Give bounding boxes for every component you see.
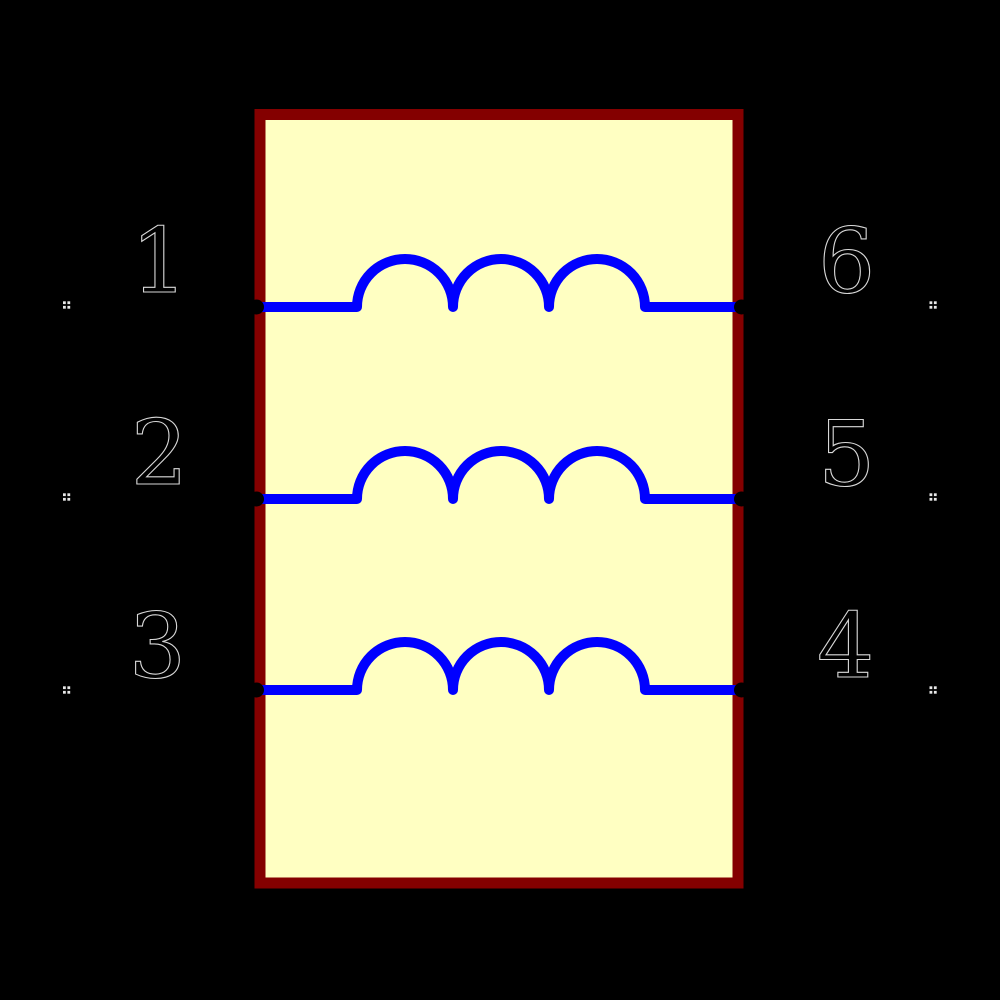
pin-3[interactable]: 3: [63, 593, 264, 700]
pin-2-number: 2: [131, 401, 188, 506]
pin-3-number: 3: [129, 594, 186, 699]
pin-2-junction-dot: [249, 491, 264, 507]
pin-1-number: 1: [131, 209, 188, 314]
pin-1[interactable]: 1: [63, 208, 264, 315]
pin-6-junction-dot: [734, 299, 749, 315]
pin-5-number: 5: [818, 402, 875, 507]
pin-5-junction-dot: [734, 491, 749, 507]
pin-3-junction-dot: [249, 682, 264, 698]
pin-5[interactable]: 5: [734, 401, 937, 508]
pin-1-junction-dot: [249, 299, 264, 315]
pin-4[interactable]: 4: [734, 593, 937, 700]
pin-2[interactable]: 2: [63, 400, 264, 507]
pin-6-number: 6: [818, 209, 875, 314]
winding-row-2: 2 5: [63, 400, 937, 508]
winding-row-1: 1 6: [63, 208, 937, 315]
pin-4-number: 4: [817, 594, 874, 699]
pin-6[interactable]: 6: [734, 208, 937, 315]
winding-row-3: 3 4: [63, 593, 937, 700]
pin-4-junction-dot: [734, 682, 749, 698]
